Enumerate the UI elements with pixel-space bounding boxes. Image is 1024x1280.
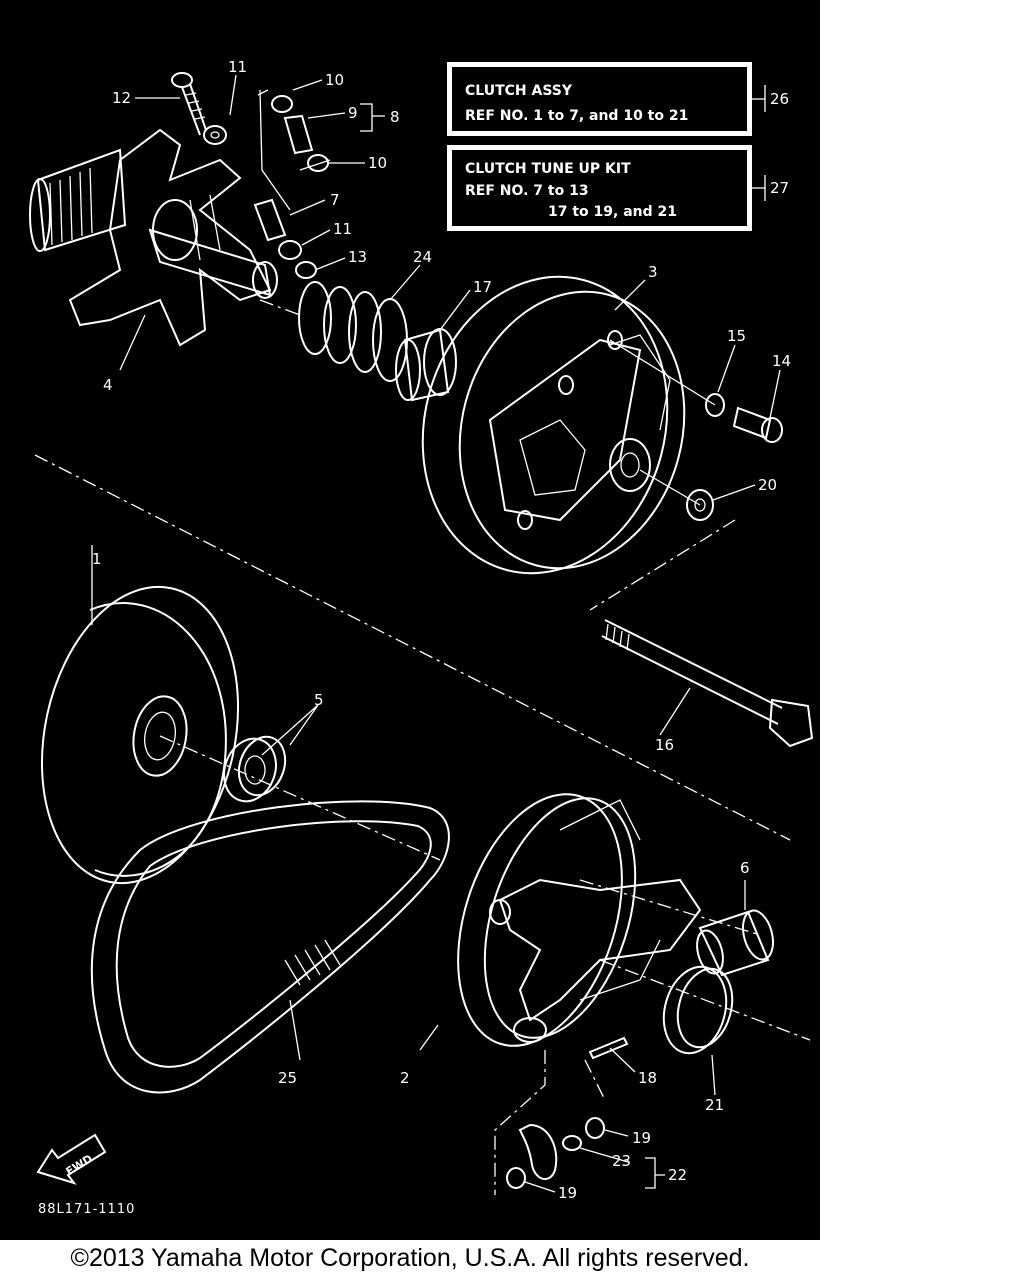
callout-8: 8 — [390, 108, 400, 126]
collar-part — [696, 909, 774, 977]
callout-15: 15 — [727, 327, 746, 345]
callout-3: 3 — [648, 263, 658, 281]
callout-22: 22 — [668, 1166, 687, 1184]
clutch-assy-ref-number: 26 — [770, 90, 789, 108]
clutch-assy-ref-range: REF NO. 1 to 7, and 10 to 21 — [465, 108, 688, 124]
callout-16: 16 — [655, 736, 674, 754]
tune-up-kit-ref-number: 27 — [770, 179, 789, 197]
tune-up-kit-ref-range-1: REF NO. 7 to 13 — [465, 183, 589, 199]
tune-up-kit-ref-range-2: 17 to 19, and 21 — [548, 204, 677, 220]
callout-25: 25 — [278, 1069, 297, 1087]
clutch-assy-title: CLUTCH ASSY — [465, 83, 573, 99]
bolt-part — [171, 72, 207, 136]
callout-11-top: 11 — [228, 58, 247, 76]
callout-18: 18 — [638, 1069, 657, 1087]
tune-up-kit-title: CLUTCH TUNE UP KIT — [465, 161, 631, 177]
callout-4: 4 — [103, 376, 113, 394]
bearing-part — [223, 735, 287, 803]
bushing-part — [395, 328, 457, 402]
callout-24: 24 — [413, 248, 432, 266]
callout-9: 9 — [348, 104, 358, 122]
callout-11-lower: 11 — [333, 220, 352, 238]
exploded-view-drawing: CLUTCH ASSY REF NO. 1 to 7, and 10 to 21… — [29, 58, 814, 1217]
parts-diagram: CLUTCH ASSY REF NO. 1 to 7, and 10 to 21… — [0, 0, 820, 1240]
weight-arm-part — [506, 1117, 605, 1189]
callout-20: 20 — [758, 476, 777, 494]
clutch-assy-box: CLUTCH ASSY REF NO. 1 to 7, and 10 to 21… — [447, 62, 789, 136]
callout-12: 12 — [112, 89, 131, 107]
long-bolt-part — [601, 619, 814, 748]
forward-label: FWD — [64, 1152, 95, 1178]
callout-6: 6 — [740, 859, 750, 877]
callout-23: 23 — [612, 1152, 631, 1170]
callout-17: 17 — [473, 278, 492, 296]
clutch-cover-part — [421, 275, 686, 575]
roller-kit-parts — [203, 89, 331, 279]
callout-2: 2 — [400, 1069, 410, 1087]
callout-1: 1 — [92, 550, 102, 568]
callout-13: 13 — [348, 248, 367, 266]
callout-10-lower: 10 — [368, 154, 387, 172]
spider-hub-part — [29, 128, 278, 347]
ring-part — [662, 965, 734, 1055]
callout-14: 14 — [772, 352, 791, 370]
callout-7: 7 — [330, 191, 340, 209]
callout-10-top: 10 — [325, 71, 344, 89]
callout-5: 5 — [314, 691, 324, 709]
movable-sheave-part — [457, 793, 702, 1047]
callout-21: 21 — [705, 1096, 724, 1114]
callout-19-upper: 19 — [632, 1129, 651, 1147]
cover-bolt-part — [732, 406, 783, 443]
pin-part — [588, 1036, 629, 1060]
fixed-sheave-part — [40, 585, 240, 885]
drive-belt-part — [90, 800, 450, 1094]
spring-part — [298, 281, 408, 382]
diagram-code: 88L171-1110 — [38, 1202, 135, 1217]
callout-19-lower: 19 — [558, 1184, 577, 1202]
tune-up-kit-box: CLUTCH TUNE UP KIT REF NO. 7 to 13 17 to… — [447, 145, 789, 231]
washer-part — [686, 393, 725, 521]
forward-arrow-icon: FWD — [36, 1133, 107, 1185]
copyright-notice: ©2013 Yamaha Motor Corporation, U.S.A. A… — [70, 1244, 750, 1272]
